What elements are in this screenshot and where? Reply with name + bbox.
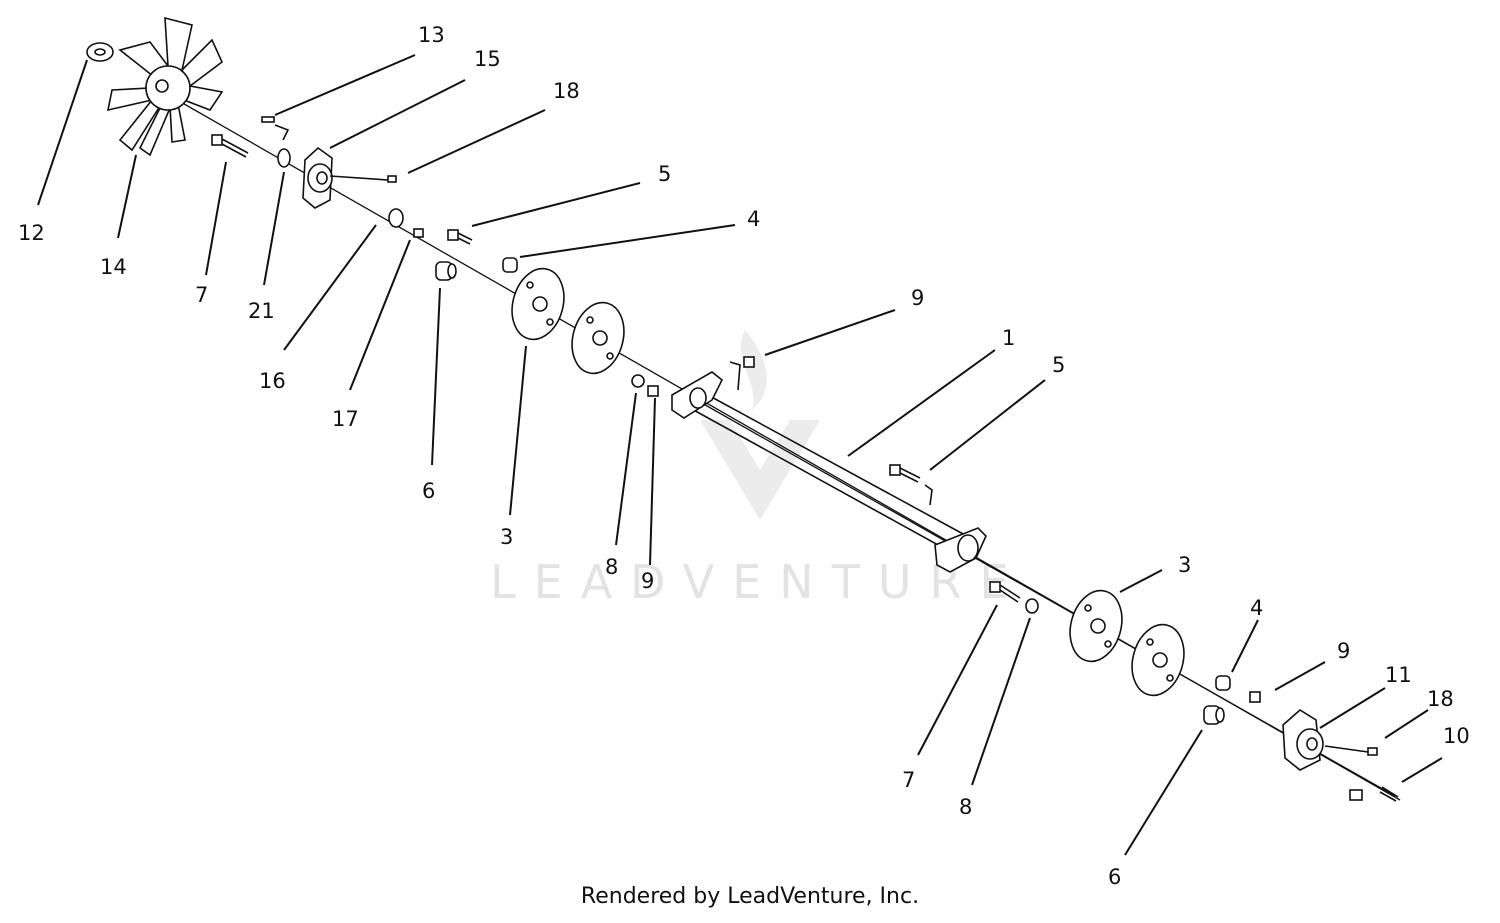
washer-part-8-right: [1025, 598, 1039, 614]
tube-flange-left: [671, 371, 724, 419]
callout-18-right: 18: [1427, 687, 1454, 711]
watermark-flame-icon: [740, 330, 767, 410]
screw-part-17: [413, 228, 424, 238]
bolt-part-5-right: [889, 464, 933, 506]
callout-14: 14: [100, 255, 127, 279]
callout-16: 16: [259, 369, 286, 393]
washer-part-8-left: [631, 374, 645, 388]
callout-17: 17: [332, 407, 359, 431]
grease-fitting-part-18-left: [329, 175, 397, 183]
callout-6-right: 6: [1108, 865, 1121, 889]
callout-labels: 12 14 13 15 18 7 21 16 17 6 5 4 3 8 9 9 …: [18, 23, 1470, 889]
callout-13: 13: [418, 23, 445, 47]
callout-4-left: 4: [747, 207, 760, 231]
callout-9-right: 9: [1337, 639, 1350, 663]
callout-12: 12: [18, 221, 45, 245]
callout-7-right: 7: [902, 768, 915, 792]
nut-part-9-top: [729, 356, 755, 391]
hub-part-3-right: [1069, 589, 1185, 697]
callout-6-left: 6: [422, 479, 435, 503]
callout-10: 10: [1443, 724, 1470, 748]
key-part-13: [261, 116, 290, 141]
leader-lines: [37, 54, 1443, 856]
callout-15: 15: [474, 47, 501, 71]
callout-9-left: 9: [641, 569, 654, 593]
pin-part-10: [1379, 786, 1399, 802]
washer-part-21: [277, 148, 291, 168]
grease-fitting-part-18-right: [1324, 745, 1378, 756]
bearing-flange-part-15: [302, 146, 333, 209]
bushing-part-6-right: [1203, 705, 1225, 725]
callout-8-right: 8: [959, 795, 972, 819]
footer-credit: Rendered by LeadVenture, Inc.: [580, 884, 920, 909]
shaft-axis: [164, 92, 1401, 801]
nut-part-9-right: [1249, 691, 1261, 703]
callout-9-top: 9: [911, 286, 924, 310]
bolt-part-7-right: [989, 581, 1021, 603]
callout-5-right: 5: [1052, 353, 1065, 377]
nut-part-9-left: [647, 385, 659, 397]
bushing-part-4-right: [1215, 675, 1231, 691]
callout-7-left: 7: [195, 283, 208, 307]
callout-21: 21: [248, 299, 275, 323]
tube-flange-right: [934, 527, 987, 573]
callout-11: 11: [1385, 663, 1412, 687]
callout-3-right: 3: [1178, 553, 1191, 577]
hub-part-3-left: [511, 267, 625, 375]
washer-part-12: [86, 42, 114, 62]
fan-part-14: [106, 16, 224, 157]
bushing-part-4-left: [502, 257, 518, 273]
callout-8-left: 8: [605, 555, 618, 579]
watermark: LEADVENTURE: [490, 330, 1027, 609]
watermark-logo-icon: [700, 420, 820, 520]
washer-part-16: [388, 208, 404, 228]
bushing-part-6-left: [435, 261, 457, 281]
callout-4-right: 4: [1250, 596, 1263, 620]
callout-1: 1: [1002, 326, 1015, 350]
callout-18-left: 18: [553, 79, 580, 103]
nut-bottom: [1349, 789, 1363, 801]
watermark-text: LEADVENTURE: [490, 555, 1027, 609]
bearing-flange-part-11: [1282, 709, 1324, 771]
bolt-part-5-left: [447, 229, 473, 245]
callout-5-left: 5: [658, 162, 671, 186]
callout-3-left: 3: [500, 525, 513, 549]
bolt-part-7-left: [211, 134, 249, 158]
tube-part-1: [689, 387, 966, 557]
